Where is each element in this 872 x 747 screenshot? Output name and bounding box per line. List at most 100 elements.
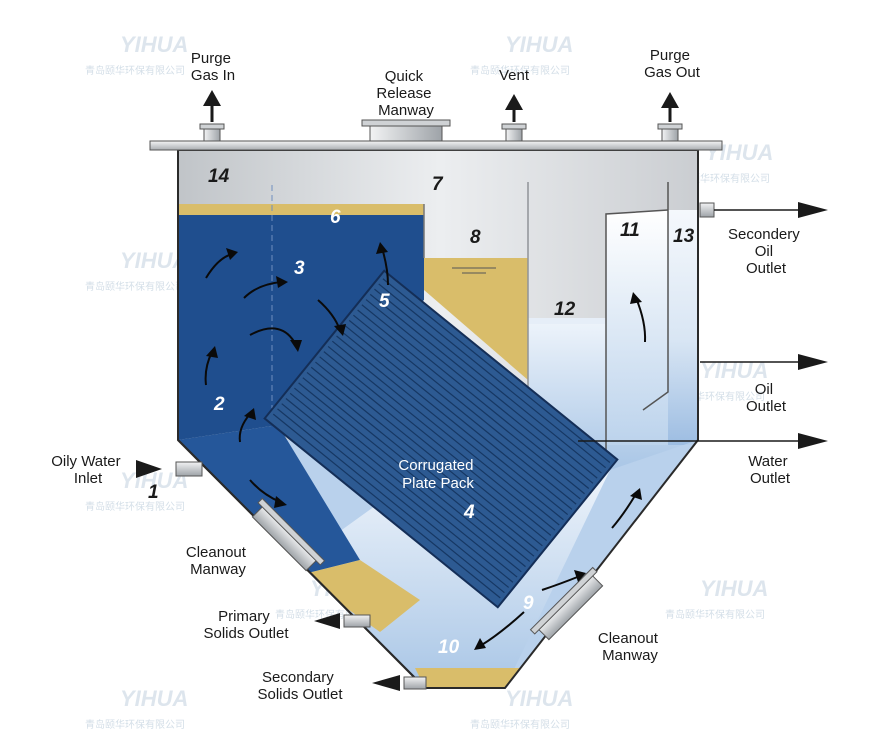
label-line: Vent	[499, 67, 530, 84]
arrowhead-icon	[334, 324, 346, 336]
arrow-up-icon	[203, 90, 221, 106]
label-line: Water	[748, 453, 787, 470]
label-secondary-solids-outlet: Secondary Solids Outlet	[257, 669, 343, 703]
zone-number-8: 8	[470, 227, 481, 248]
label-line: Oil	[755, 381, 773, 398]
top-flange	[149, 140, 723, 151]
plate-line	[378, 283, 607, 469]
zone-number-5: 5	[379, 291, 390, 312]
label-oily-water-inlet: Oily Water Inlet	[51, 453, 125, 487]
arrowhead-icon	[244, 408, 256, 420]
zone-number-11: 11	[620, 220, 640, 241]
label-line: Secondary	[262, 669, 334, 686]
label-line: Purge	[191, 50, 231, 67]
secondary-oil-outlet-pipe	[699, 202, 828, 218]
label-line: Cleanout	[598, 630, 659, 647]
zone-number-3: 3	[294, 258, 305, 279]
arrowhead-icon	[376, 242, 388, 254]
label-cleanout-manway-left: Cleanout Manway	[186, 544, 250, 578]
label-line: Purge	[650, 47, 690, 64]
oil-outlet-pipe	[700, 354, 828, 370]
zone-number-7: 7	[432, 174, 444, 195]
plate-line	[331, 340, 560, 526]
watermark-chinese: 青岛颐华环保有限公司	[85, 64, 185, 77]
watermark: YIHUA 青岛颐华环保有限公司	[85, 32, 188, 77]
arrowhead-icon	[206, 346, 218, 358]
zone-numbers: 1 2 3 4 5 6 7 8 9 10 11 12 13 14	[148, 166, 695, 658]
secondary-solids-outlet-pipe	[372, 675, 427, 691]
plate-pack-label: Corrugated Plate Pack	[398, 457, 477, 492]
arrowhead-icon	[630, 292, 642, 304]
purge-gas-in-nozzle	[199, 90, 225, 142]
watermark: YIHUA 青岛颐华环保有限公司	[665, 576, 768, 621]
arrowhead-icon	[276, 276, 288, 288]
inlet-zone	[178, 204, 424, 440]
plate-line	[298, 382, 526, 568]
watermark-latin: YIHUA	[120, 686, 188, 711]
label-line: Solids Outlet	[203, 625, 289, 642]
watermark-chinese: 青岛颐华环保有限公司	[85, 280, 185, 293]
label-line: Manway	[602, 647, 658, 664]
zone-number-14: 14	[208, 166, 230, 187]
arrow-right-icon	[798, 433, 828, 449]
plate-line	[353, 314, 581, 500]
plate-pack-label-line: Corrugated	[398, 457, 473, 474]
label-line: Manway	[378, 102, 434, 119]
plate-line	[306, 371, 535, 557]
plate-line	[348, 319, 577, 505]
arrowhead-icon	[226, 248, 238, 260]
label-line: Inlet	[74, 470, 103, 487]
corrugated-plate-pack	[263, 269, 619, 609]
zone-number-13: 13	[673, 226, 695, 247]
zone-number-4: 4	[463, 502, 475, 523]
primary-solids-outlet-pipe	[314, 613, 371, 629]
arrowhead-icon	[474, 638, 486, 650]
plate-line	[281, 403, 510, 588]
plate-line	[310, 366, 539, 552]
label-line: Secondery	[728, 226, 800, 243]
plate-line	[272, 413, 501, 599]
label-purge-gas-out: Purge Gas Out	[644, 47, 701, 81]
watermark: YIHUA 青岛颐华环保有限公司	[470, 32, 573, 77]
plate-line	[361, 304, 590, 489]
watermark-chinese: 青岛颐华环保有限公司	[470, 64, 570, 77]
zone-number-6: 6	[330, 207, 341, 228]
plate-pack-label-line: Plate Pack	[402, 475, 474, 492]
label-line: Primary	[218, 608, 270, 625]
label-oil-outlet: Oil Outlet	[746, 381, 787, 415]
watermark-chinese: 青岛颐华环保有限公司	[470, 718, 570, 731]
label-vent: Vent	[499, 67, 530, 84]
label-purge-gas-in: Purge Gas In	[191, 50, 235, 84]
watermark: YIHUA 青岛颐华环保有限公司	[85, 248, 188, 293]
label-quick-release-manway: Quick Release Manway	[376, 68, 435, 119]
label-line: Manway	[190, 561, 246, 578]
zone-number-12: 12	[554, 299, 576, 320]
oil-layer-6	[178, 204, 424, 215]
label-secondary-oil-outlet: Secondery Oil Outlet	[728, 226, 804, 277]
flow-arrowheads	[206, 242, 642, 650]
watermark-latin: YIHUA	[120, 32, 188, 57]
label-line: Quick	[385, 68, 424, 85]
watermark-chinese: 青岛颐华环保有限公司	[85, 500, 185, 513]
arrowhead-icon	[274, 496, 287, 508]
arrowhead-icon	[574, 570, 586, 582]
watermark-chinese: 青岛颐华环保有限公司	[85, 718, 185, 731]
secondary-solids	[415, 668, 520, 688]
watermark: YIHUA 青岛颐华环保有限公司	[470, 686, 573, 731]
chamber-13	[668, 210, 698, 445]
plate-lines	[272, 278, 611, 599]
plate-line	[344, 325, 573, 510]
label-line: Cleanout	[186, 544, 247, 561]
plate-line	[357, 309, 585, 495]
label-line: Solids Outlet	[257, 686, 343, 703]
arrow-right-icon	[798, 202, 828, 218]
plate-line	[336, 335, 564, 521]
zone-number-1: 1	[148, 482, 159, 503]
water-outlet-pipe	[578, 433, 828, 449]
arrow-right-icon	[798, 354, 828, 370]
plate-line	[285, 398, 514, 583]
baffle-13	[642, 182, 669, 411]
label-line: Oil	[755, 243, 773, 260]
